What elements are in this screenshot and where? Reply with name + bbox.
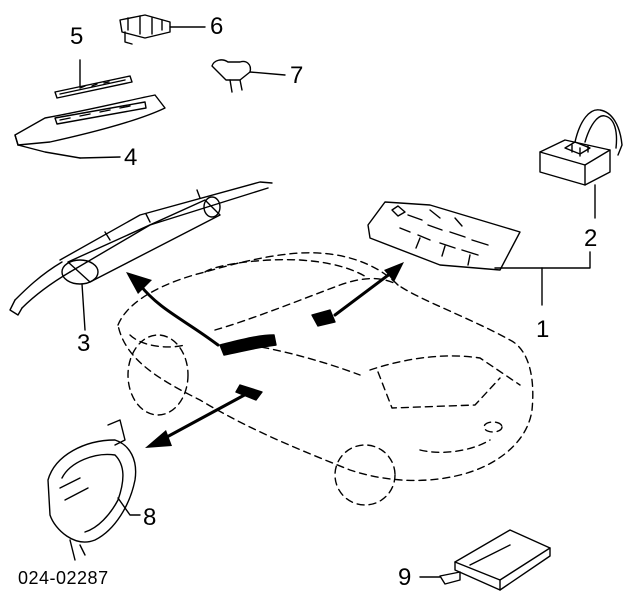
part-9-sensor-unit	[419, 529, 551, 591]
callout-5: 5	[70, 23, 84, 50]
callout-3: 3	[77, 330, 91, 357]
callout-1: 1	[536, 316, 550, 343]
callout-4: 4	[124, 144, 138, 171]
part-1-sensor-mat	[367, 201, 591, 306]
part-7-clip	[211, 59, 286, 93]
part-3-curtain-airbag	[9, 181, 273, 331]
callout-8: 8	[143, 504, 157, 531]
callout-2: 2	[584, 225, 598, 252]
diagram-part-code: 024-02287	[18, 568, 109, 588]
callout-9: 9	[398, 564, 412, 591]
part-6-connector	[119, 14, 206, 45]
part-4-passenger-airbag	[14, 94, 166, 159]
vehicle-outline	[117, 252, 534, 506]
part-8-side-airbag	[47, 419, 141, 561]
callout-7: 7	[290, 62, 304, 89]
location-arrows	[138, 268, 397, 440]
part-2-control-unit	[539, 109, 623, 219]
location-marks	[219, 309, 336, 401]
callout-6: 6	[210, 13, 224, 40]
arrowheads	[126, 262, 404, 448]
part-5-trim-strip	[54, 59, 133, 99]
